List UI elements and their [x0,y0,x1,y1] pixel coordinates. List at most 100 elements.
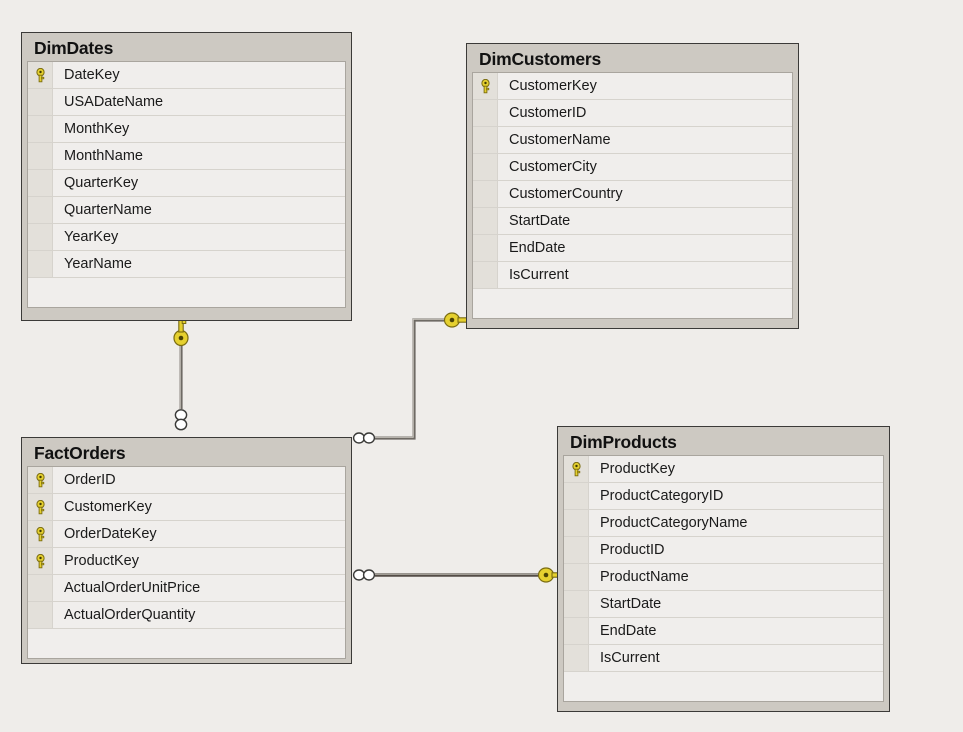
many-endpoint-icon [352,569,376,581]
field-row[interactable]: CustomerName [473,127,792,154]
many-endpoint-icon [174,409,188,431]
relationship-dimproducts-factorders[interactable] [352,567,566,583]
field-row[interactable]: QuarterKey [28,170,345,197]
primary-key-icon [35,553,45,568]
field-name: StartDate [600,596,662,612]
field-row[interactable]: DateKey [28,62,345,89]
field-row-empty[interactable] [473,289,792,319]
field-key-gutter [28,62,53,88]
field-row[interactable]: IsCurrent [473,262,792,289]
field-row[interactable]: ProductKey [28,548,345,575]
field-row[interactable]: YearName [28,251,345,278]
primary-key-icon [35,472,45,487]
field-name: ActualOrderQuantity [64,607,196,623]
field-name: DateKey [64,67,120,83]
field-key-gutter [28,548,53,574]
field-name: ProductKey [600,461,675,477]
field-gutter [28,251,53,277]
field-row[interactable]: ProductKey [564,456,883,483]
field-row[interactable]: StartDate [564,591,883,618]
field-gutter [564,537,589,563]
field-row[interactable]: CustomerKey [473,73,792,100]
primary-key-icon [35,526,45,541]
field-name-empty [53,278,345,307]
field-row[interactable]: EndDate [473,235,792,262]
field-gutter [473,100,498,126]
field-row-empty[interactable] [28,629,345,659]
entity-title: DimCustomers [479,49,602,69]
field-row[interactable]: ProductName [564,564,883,591]
field-key-gutter [564,456,589,482]
field-row[interactable]: CustomerCity [473,154,792,181]
primary-key-icon [35,67,45,82]
field-row[interactable]: CustomerCountry [473,181,792,208]
field-row[interactable]: StartDate [473,208,792,235]
field-gutter [473,262,498,288]
field-gutter [473,235,498,261]
field-row[interactable]: USADateName [28,89,345,116]
field-gutter [28,116,53,142]
field-row[interactable]: OrderID [28,467,345,494]
field-row[interactable]: ProductID [564,537,883,564]
field-gutter [564,591,589,617]
field-name: ProductKey [64,553,139,569]
field-name: IsCurrent [509,267,569,283]
relationship-dimdates-factorders[interactable] [173,318,189,431]
field-name: ActualOrderUnitPrice [64,580,201,596]
field-row[interactable]: MonthName [28,143,345,170]
field-name: EndDate [509,240,566,256]
field-name: CustomerCountry [509,186,623,202]
primary-key-icon [35,499,45,514]
field-name: CustomerName [509,132,611,148]
field-name: USADateName [64,94,164,110]
field-gutter [564,672,589,701]
field-row-empty[interactable] [28,278,345,308]
field-gutter [28,602,53,628]
field-key-gutter [28,467,53,493]
field-gutter [564,483,589,509]
field-name: YearKey [64,229,119,245]
field-name: CustomerCity [509,159,597,175]
field-name: EndDate [600,623,657,639]
field-key-gutter [473,73,498,99]
field-name: ProductID [600,542,665,558]
field-name: OrderID [64,472,116,488]
field-gutter [28,170,53,196]
field-row[interactable]: ProductCategoryID [564,483,883,510]
field-row[interactable]: EndDate [564,618,883,645]
field-gutter [28,197,53,223]
field-row[interactable]: QuarterName [28,197,345,224]
field-row[interactable]: IsCurrent [564,645,883,672]
field-name: MonthKey [64,121,130,137]
field-row[interactable]: YearKey [28,224,345,251]
field-name: ProductCategoryID [600,488,724,504]
field-name: StartDate [509,213,571,229]
field-row[interactable]: CustomerID [473,100,792,127]
field-row[interactable]: OrderDateKey [28,521,345,548]
relationship-dimcustomers-factorders[interactable] [352,312,472,444]
many-endpoint-icon [352,432,376,444]
field-row[interactable]: ProductCategoryName [564,510,883,537]
field-name: QuarterKey [64,175,139,191]
field-row-empty[interactable] [564,672,883,702]
field-key-gutter [28,494,53,520]
field-name: MonthName [64,148,143,164]
field-gutter [473,208,498,234]
field-row[interactable]: CustomerKey [28,494,345,521]
field-gutter [28,278,53,307]
field-gutter [564,645,589,671]
field-gutter [473,154,498,180]
key-endpoint-icon [173,318,189,347]
field-row[interactable]: ActualOrderQuantity [28,602,345,629]
field-name: YearName [64,256,132,272]
field-row[interactable]: MonthKey [28,116,345,143]
field-row[interactable]: ActualOrderUnitPrice [28,575,345,602]
